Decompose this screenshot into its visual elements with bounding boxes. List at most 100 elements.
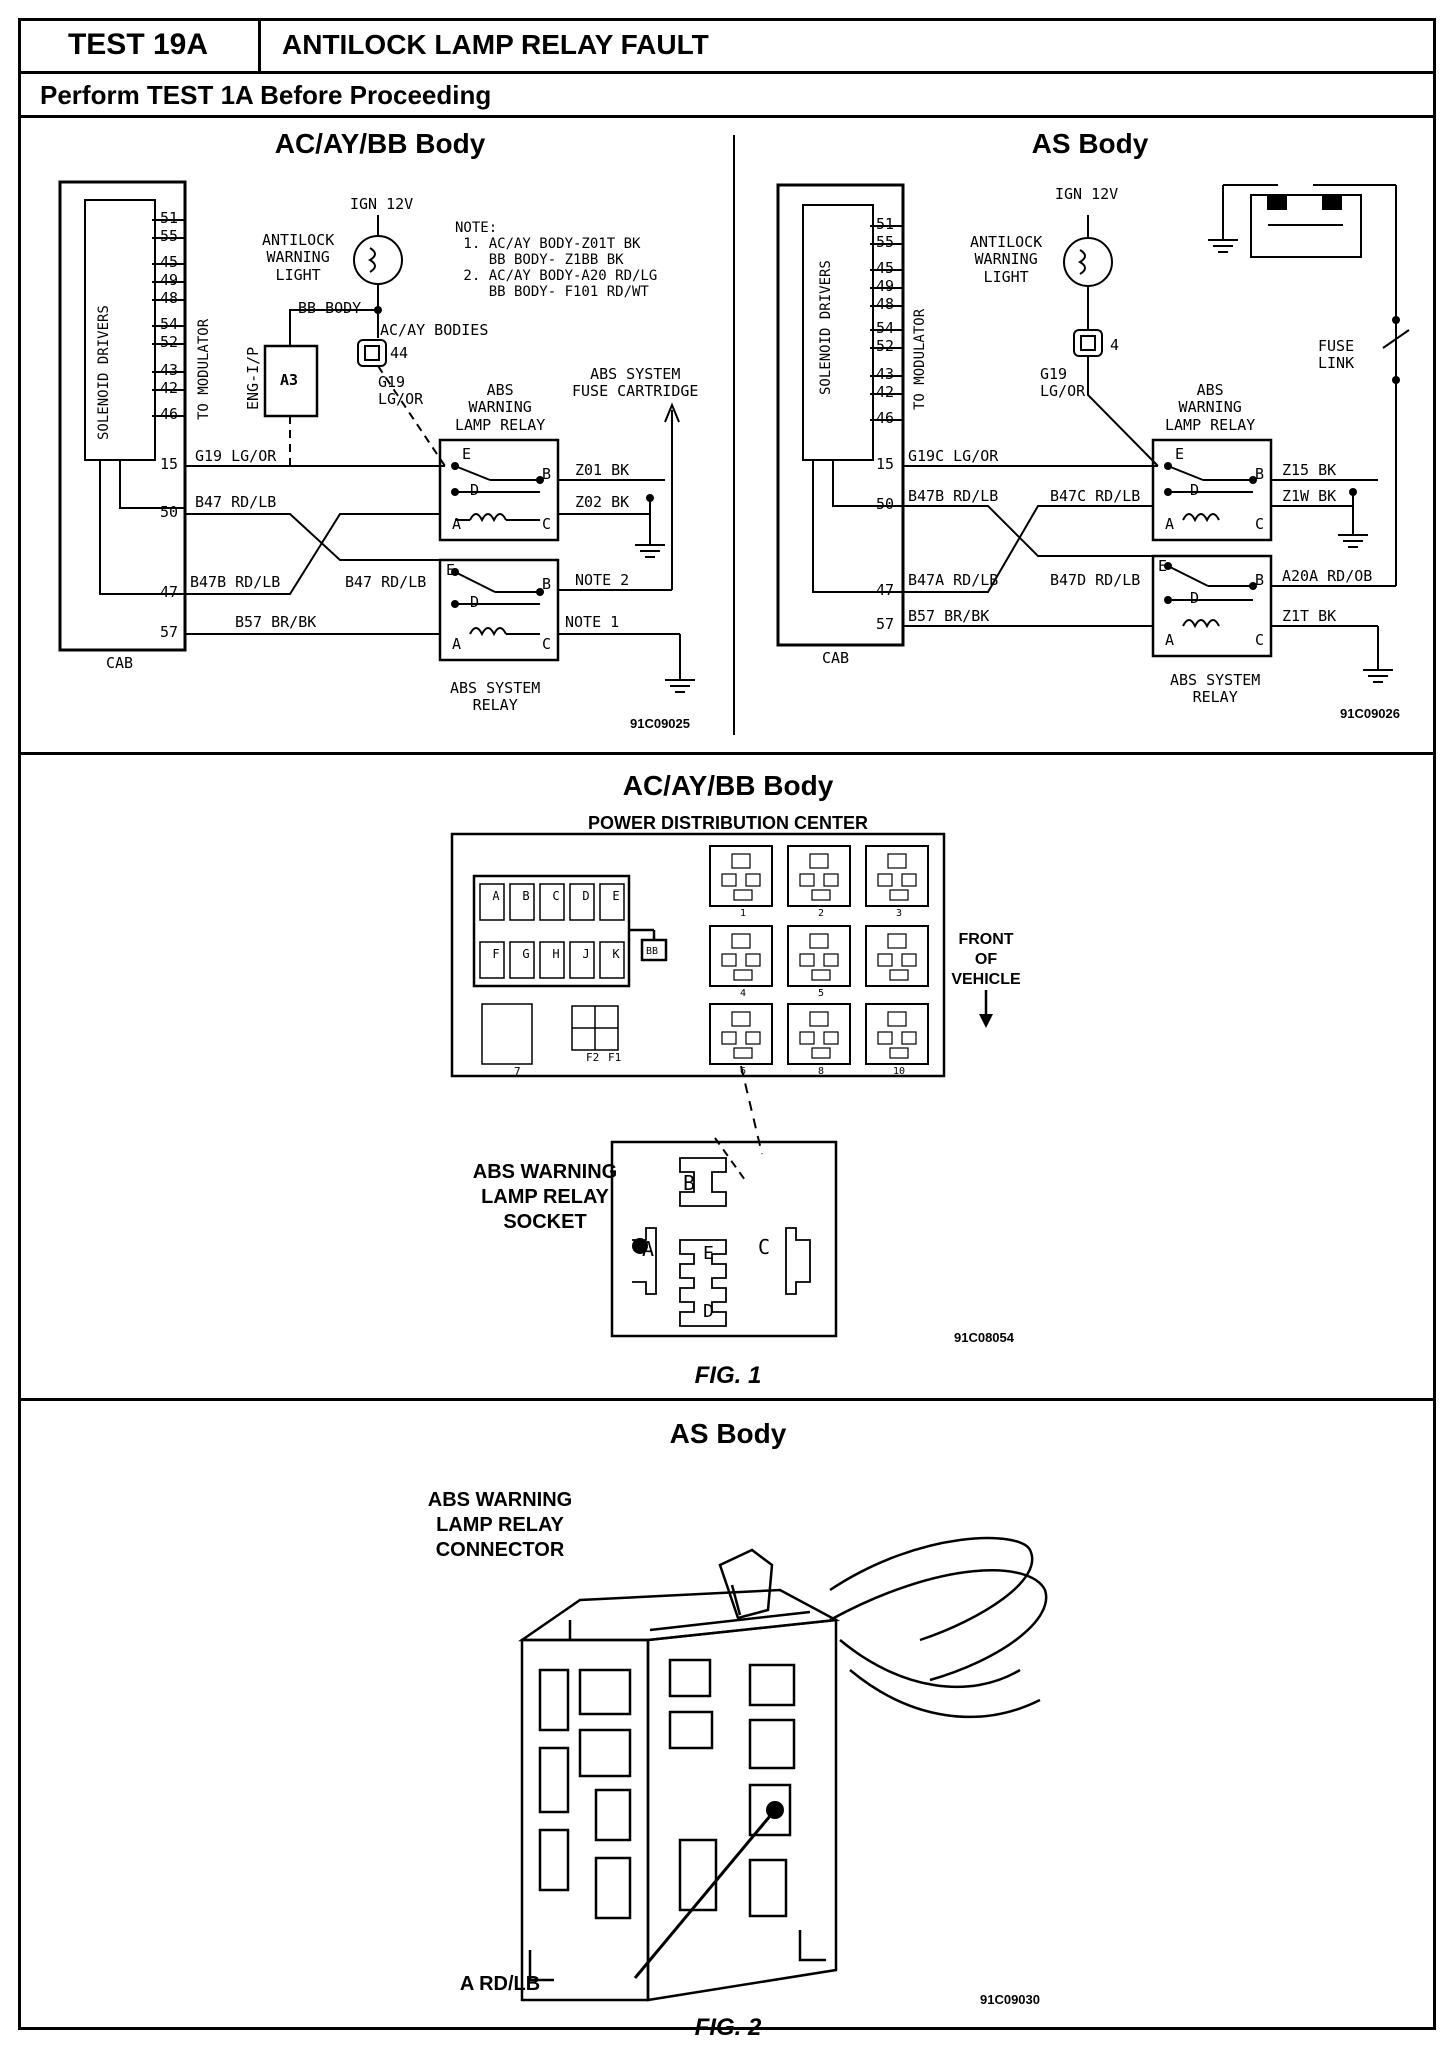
- relay-num-6: 6: [740, 1066, 747, 1077]
- socket-label: ABS WARNING LAMP RELAY SOCKET: [472, 1161, 618, 1233]
- left-to-modulator: TO MODULATOR: [196, 318, 212, 420]
- left-wiring-diagram: [58, 180, 695, 693]
- left-pin-47: 47: [160, 583, 179, 601]
- relay-num-10: 10: [893, 1066, 906, 1077]
- fig2-connector-label: ABS WARNING LAMP RELAY CONNECTOR: [427, 1489, 573, 1561]
- left-pin-42: 42: [160, 379, 179, 397]
- left-relay2-c: C: [542, 635, 552, 653]
- left-pin-55: 55: [160, 227, 179, 245]
- right-diagram-title: AS Body: [1031, 128, 1149, 159]
- page-frame: [18, 18, 1436, 2030]
- right-warn-relay: ABS WARNING LAMP RELAY: [1165, 381, 1256, 434]
- left-pin-45: 45: [160, 253, 179, 271]
- fuse-h: H: [552, 947, 560, 961]
- left-diagram-code: 91C09025: [630, 716, 690, 731]
- left-pin-54: 54: [160, 315, 179, 333]
- left-relay1-c: C: [542, 515, 552, 533]
- fuse-c: C: [552, 889, 560, 903]
- right-pin-49: 49: [876, 277, 895, 295]
- relay-socket-detail: [610, 1137, 838, 1338]
- relay-num-2: 2: [818, 908, 825, 919]
- left-relay1-a: A: [452, 515, 462, 533]
- left-pin-48: 48: [160, 289, 179, 307]
- right-pin-15: 15: [876, 455, 895, 473]
- left-pin-49: 49: [160, 271, 179, 289]
- left-conn-44: 44: [390, 344, 409, 362]
- left-relay2-a: A: [452, 635, 462, 653]
- right-relay1-b: B: [1255, 465, 1265, 483]
- left-wire-b47-2: B47 RD/LB: [345, 573, 427, 591]
- right-g19: G19 LG/OR: [1040, 365, 1086, 401]
- right-relay1-a: A: [1165, 515, 1175, 533]
- socket-pin-c: C: [758, 1235, 771, 1259]
- left-note-2: NOTE 2: [575, 571, 630, 589]
- right-pin-42: 42: [876, 383, 895, 401]
- subheader: Perform TEST 1A Before Proceeding: [18, 74, 1436, 118]
- right-wire-z1w: Z1W BK: [1282, 487, 1337, 505]
- right-wire-b47c: B47C RD/LB: [1050, 487, 1141, 505]
- left-bb-body: BB BODY: [298, 299, 362, 317]
- fig1-title: AC/AY/BB Body: [622, 770, 834, 801]
- front-of-vehicle: FRONT OF VEHICLE: [951, 931, 1021, 988]
- right-wire-z1t: Z1T BK: [1282, 607, 1337, 625]
- fuse-row-top: A B C D E: [484, 889, 628, 904]
- right-pin-47: 47: [876, 581, 895, 599]
- right-relay2-c: C: [1255, 631, 1265, 649]
- left-eng-ip: ENG-I/P: [244, 346, 262, 410]
- right-pin-52: 52: [876, 337, 895, 355]
- left-a3: A3: [280, 371, 299, 389]
- right-pin-50: 50: [876, 495, 895, 513]
- left-relay2-b: B: [542, 575, 552, 593]
- left-pin-51: 51: [160, 209, 179, 227]
- left-pin-52: 52: [160, 333, 179, 351]
- right-pin-45: 45: [876, 259, 895, 277]
- left-solenoid-label: SOLENOID DRIVERS: [96, 305, 112, 440]
- fuse-k: K: [612, 947, 620, 961]
- divider-1: [18, 752, 1436, 755]
- left-relay2-d: D: [470, 593, 480, 611]
- left-wire-b57: B57 BR/BK: [235, 613, 317, 631]
- socket-pin-a: A: [642, 1237, 655, 1261]
- relay-connector-drawing: [517, 1536, 1048, 2002]
- right-relay1-e: E: [1175, 445, 1185, 463]
- left-relay1-d: D: [470, 481, 480, 499]
- relay-num-1: 1: [740, 908, 747, 919]
- right-wire-b47a: B47A RD/LB: [908, 571, 999, 589]
- right-fuse-link: FUSE LINK: [1318, 337, 1355, 373]
- left-wire-g19: G19 LG/OR: [195, 447, 277, 465]
- right-pin-46: 46: [876, 409, 895, 427]
- right-pin-48: 48: [876, 295, 895, 313]
- fuse-a: A: [492, 889, 500, 903]
- fuse-b: B: [522, 889, 530, 903]
- right-relay2-e: E: [1158, 557, 1168, 575]
- relay-num-3: 3: [896, 908, 903, 919]
- left-warn-relay: ABS WARNING LAMP RELAY: [455, 381, 546, 434]
- left-note-1: NOTE 1: [565, 613, 620, 631]
- left-pin-15: 15: [160, 455, 179, 473]
- fig1-caption: FIG. 1: [694, 1362, 762, 1389]
- fuse-d: D: [582, 889, 590, 903]
- right-diagram-code: 91C09026: [1340, 706, 1400, 721]
- right-wire-z15: Z15 BK: [1282, 461, 1337, 479]
- left-pin-57: 57: [160, 623, 179, 641]
- socket-pin-b: B: [683, 1171, 696, 1195]
- left-relay1-b: B: [542, 465, 552, 483]
- right-wiring-diagram: [776, 183, 1410, 683]
- power-distribution-center: [450, 832, 946, 1155]
- right-pin-43: 43: [876, 365, 895, 383]
- right-relay1-c: C: [1255, 515, 1265, 533]
- fig2-pin-label: A RD/LB: [459, 1973, 541, 1995]
- right-wire-b57: B57 BR/BK: [908, 607, 990, 625]
- fig1-pdc-label: POWER DISTRIBUTION CENTER: [587, 813, 868, 833]
- f2-label: F2: [586, 1051, 600, 1064]
- left-wire-b47b: B47B RD/LB: [190, 573, 281, 591]
- right-relay2-b: B: [1255, 571, 1265, 589]
- fuse-e: E: [612, 889, 620, 903]
- left-relay1-e: E: [462, 445, 472, 463]
- left-diagram-title: AC/AY/BB Body: [274, 128, 486, 159]
- fuse-f: F: [492, 947, 500, 961]
- right-conn-4: 4: [1110, 336, 1120, 354]
- fuse-row-bottom: F G H J K: [484, 947, 628, 962]
- test-title: ANTILOCK LAMP RELAY FAULT: [282, 28, 709, 60]
- relay-num-8: 8: [818, 1066, 825, 1077]
